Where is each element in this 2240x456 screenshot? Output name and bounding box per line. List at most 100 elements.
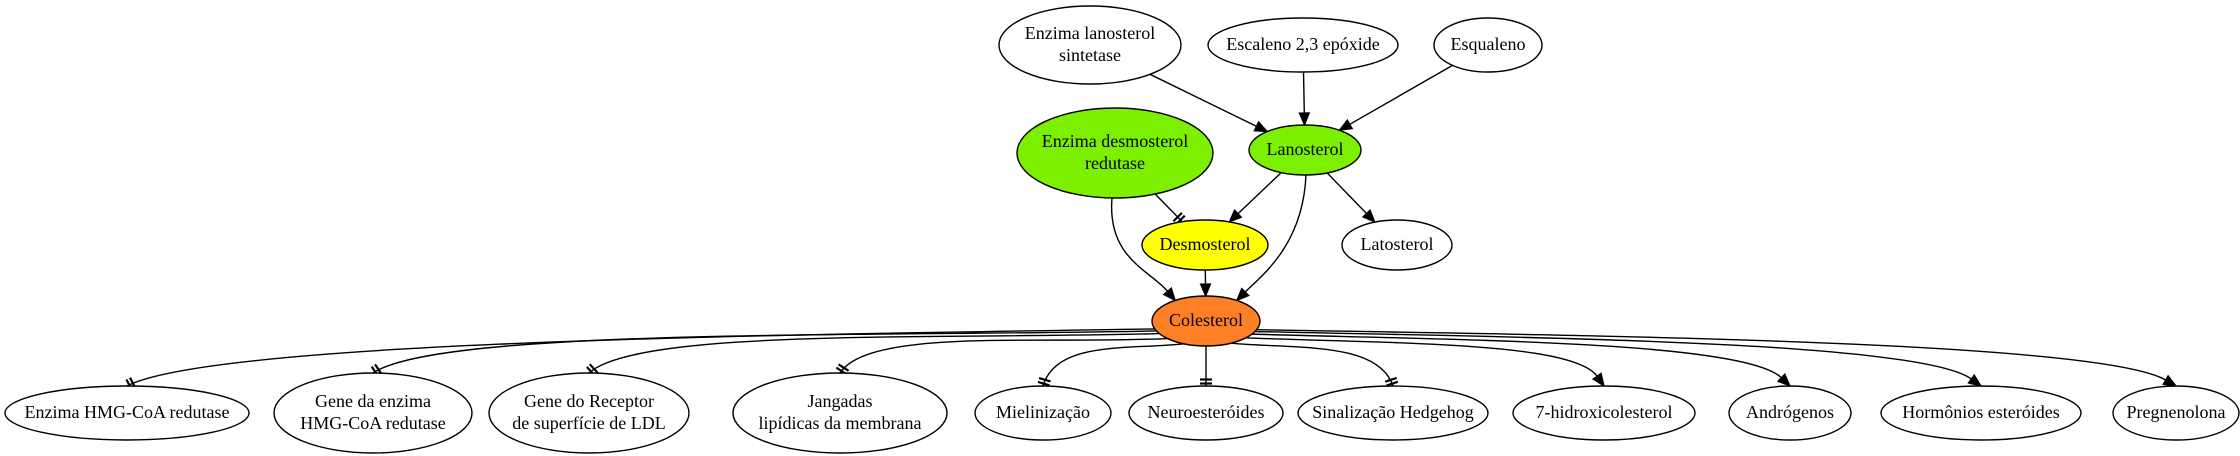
- edge-colesterol-to-androgenos: [1251, 333, 1792, 388]
- edge-enzima-desmosterol-redutase-to-colesterol: [1111, 197, 1177, 302]
- inhibition-bar: [588, 363, 599, 374]
- node-pregnenolona: Pregnenolona: [2112, 385, 2240, 441]
- node-ellipse: [4, 385, 250, 441]
- node-label: Pregnenolona: [2127, 402, 2226, 422]
- edge-colesterol-to-hormonios-esteroides: [1254, 330, 1983, 387]
- node-label: HMG-CoA redutase: [300, 413, 445, 433]
- node-hidroxicolesterol: 7-hidroxicolesterol: [1512, 385, 1696, 441]
- edge-colesterol-to-mielinizacao: [1037, 343, 1184, 387]
- node-enzima-hmg-coa-redutase: Enzima HMG-CoA redutase: [4, 385, 250, 441]
- node-label: sintetase: [1059, 45, 1121, 65]
- node-label: Enzima desmosterol: [1042, 131, 1188, 151]
- edge-colesterol-to-sinalizacao-hedgehog: [1230, 342, 1399, 387]
- node-label: Enzima lanosterol: [1025, 23, 1155, 43]
- node-ellipse: [974, 385, 1112, 441]
- node-latosterol: Latosterol: [1341, 219, 1453, 271]
- edge-escaleno-epoxide-to-lanosterol: [1298, 71, 1311, 127]
- node-label: Mielinização: [996, 402, 1090, 422]
- node-label: Colesterol: [1169, 310, 1243, 330]
- node-ellipse: [1728, 385, 1852, 441]
- node-ellipse: [1248, 124, 1362, 176]
- arrowhead: [1967, 373, 1983, 387]
- node-esqualeno: Esqualeno: [1433, 17, 1543, 73]
- node-label: Escaleno 2,3 epóxide: [1226, 34, 1379, 54]
- edge-line: [1254, 330, 1972, 380]
- node-ellipse: [1128, 385, 1284, 441]
- edge-lanosterol-to-desmosterol: [1228, 172, 1282, 224]
- node-ellipse: [998, 5, 1182, 85]
- node-ellipse: [2112, 385, 2240, 441]
- edge-line: [1256, 328, 2166, 381]
- node-ellipse: [1016, 107, 1214, 199]
- edge-line: [372, 330, 1157, 374]
- node-label: Neuroesteróides: [1148, 402, 1265, 422]
- node-label: lipídicas da membrana: [759, 413, 922, 433]
- node-label: Enzima HMG-CoA redutase: [25, 402, 230, 422]
- edge-line: [1111, 197, 1169, 292]
- edge-colesterol-to-jangadas-lipidicas: [835, 337, 1168, 376]
- inhibition-bar: [1386, 380, 1399, 387]
- edge-line: [1302, 71, 1306, 116]
- inhibition-bar: [1037, 380, 1050, 387]
- node-desmosterol: Desmosterol: [1141, 219, 1269, 271]
- edge-line: [1326, 172, 1369, 216]
- node-label: Desmosterol: [1160, 234, 1251, 254]
- node-androgenos: Andrógenos: [1728, 385, 1852, 441]
- edge-colesterol-to-gene-enzima-hmg-coa: [370, 330, 1157, 378]
- inhibition-bar: [1384, 376, 1397, 383]
- node-label: Andrógenos: [1746, 402, 1834, 422]
- arrowhead: [1228, 208, 1243, 224]
- edge-lanosterol-to-colesterol: [1235, 174, 1307, 302]
- node-ellipse: [1512, 385, 1696, 441]
- node-ellipse: [1880, 385, 2082, 441]
- edge-colesterol-to-hidroxicolesterol: [1246, 337, 1605, 388]
- edge-lanosterol-to-latosterol: [1326, 172, 1376, 224]
- edge-colesterol-to-neuroesteroides: [1200, 346, 1212, 386]
- node-label: 7-hidroxicolesterol: [1536, 402, 1673, 422]
- node-mielinizacao: Mielinização: [974, 385, 1112, 441]
- node-ellipse: [1141, 219, 1269, 271]
- arrowhead: [1591, 372, 1605, 388]
- node-label: Gene do Receptor: [524, 391, 654, 411]
- node-ellipse: [1341, 219, 1453, 271]
- arrowhead: [1162, 287, 1177, 302]
- node-label: Gene da enzima: [315, 391, 431, 411]
- arrowhead: [1235, 287, 1250, 302]
- edge-line: [126, 328, 1155, 387]
- node-ellipse: [1207, 17, 1399, 73]
- inhibition-bar: [1172, 212, 1183, 223]
- node-colesterol: Colesterol: [1151, 295, 1261, 347]
- edge-line: [1251, 333, 1782, 379]
- node-label: Hormônios esteróides: [1902, 402, 2059, 422]
- arrowhead: [1361, 208, 1376, 224]
- node-ellipse: [732, 372, 948, 454]
- edge-line: [588, 332, 1160, 374]
- edge-line: [1230, 342, 1394, 387]
- node-sinalizacao-hedgehog: Sinalização Hedgehog: [1297, 385, 1489, 441]
- arrowhead: [1199, 283, 1212, 298]
- node-hormonios-esteroides: Hormônios esteróides: [1880, 385, 2082, 441]
- inhibition-bar: [837, 363, 850, 372]
- node-ellipse: [1297, 385, 1489, 441]
- edge-colesterol-to-pregnenolona: [1256, 328, 2178, 387]
- edge-line: [1348, 64, 1453, 126]
- edge-line: [1244, 174, 1307, 293]
- edges-layer: [125, 64, 2178, 391]
- edge-enzima-lanosterol-sintetase-to-lanosterol: [1149, 73, 1269, 133]
- edge-line: [1236, 172, 1282, 216]
- edge-line: [839, 337, 1168, 374]
- node-ellipse: [1433, 17, 1543, 73]
- edge-desmosterol-to-colesterol: [1199, 269, 1212, 298]
- node-label: de superfície de LDL: [512, 413, 665, 433]
- arrowhead: [2162, 374, 2178, 387]
- edge-line: [1246, 337, 1598, 377]
- edge-enzima-desmosterol-redutase-to-desmosterol: [1154, 193, 1186, 225]
- inhibition-bar: [1038, 377, 1051, 383]
- node-label: Esqualeno: [1451, 34, 1526, 54]
